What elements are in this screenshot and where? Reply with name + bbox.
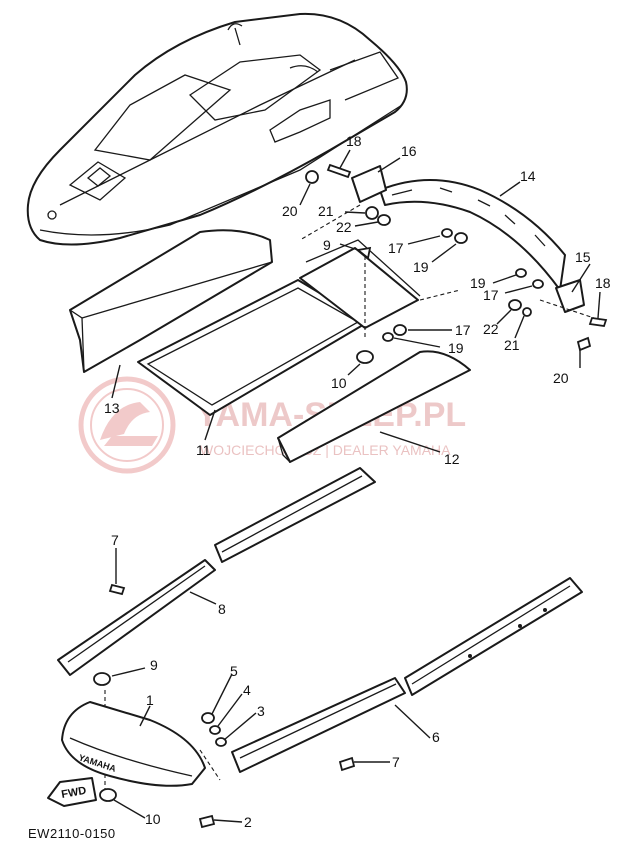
fwd-label: FWD [60, 785, 87, 801]
callout-7: 7 [111, 532, 119, 548]
callout-21: 21 [504, 337, 520, 353]
callout-13: 13 [104, 400, 120, 416]
callout-21: 21 [318, 203, 334, 219]
callout-19: 19 [413, 259, 429, 275]
mat-12 [277, 350, 471, 463]
callout-14: 14 [520, 168, 536, 184]
jet-ski-hull [26, 12, 408, 246]
rail-6-lower [231, 677, 406, 773]
rail-8 [57, 559, 216, 676]
fwd-arrow: FWD [47, 777, 97, 807]
callout-2: 2 [244, 814, 252, 830]
callout-17: 17 [388, 240, 404, 256]
callout-22: 22 [483, 321, 499, 337]
mat-13 [69, 229, 273, 373]
watermark-logo [78, 376, 176, 474]
rail-6-upper [404, 577, 583, 696]
reference-code: EW2110-0150 [28, 826, 116, 841]
callout-8: 8 [218, 601, 226, 617]
callout-3: 3 [257, 703, 265, 719]
callout-11: 11 [196, 442, 211, 458]
callout-22: 22 [336, 219, 352, 235]
mat-center [299, 239, 421, 329]
callout-10: 10 [331, 375, 347, 391]
callout-9: 9 [323, 237, 331, 253]
callout-18: 18 [346, 133, 362, 149]
callout-19: 19 [470, 275, 486, 291]
callout-17: 17 [455, 322, 471, 338]
callout-6: 6 [432, 729, 440, 745]
callout-5: 5 [230, 663, 238, 679]
bumper-1: YAMAHA [61, 701, 206, 787]
leader-lines [111, 149, 601, 823]
callout-4: 4 [243, 682, 251, 698]
bracket-15 [555, 279, 585, 313]
callout-20: 20 [282, 203, 298, 219]
callout-18: 18 [595, 275, 611, 291]
hardware [93, 163, 608, 829]
callout-9: 9 [150, 657, 158, 673]
callout-16: 16 [401, 143, 417, 159]
callout-1: 1 [146, 692, 154, 708]
watermark-dealer: WOJCIECHOWICZ | DEALER YAMAHA [200, 442, 451, 458]
rail-upper [214, 467, 376, 563]
callout-10: 10 [145, 811, 161, 827]
callout-20: 20 [553, 370, 569, 386]
callout-19: 19 [448, 340, 464, 356]
rail-14 [379, 179, 566, 291]
callouts: 18 16 14 20 21 22 17 19 9 15 19 17 18 22… [104, 133, 611, 830]
callout-12: 12 [444, 451, 460, 467]
callout-7: 7 [392, 754, 400, 770]
callout-15: 15 [575, 249, 591, 265]
watermark: YAMA-SKLEP.PL WOJCIECHOWICZ | DEALER YAM… [78, 376, 466, 474]
bracket-16 [351, 165, 387, 203]
callout-17: 17 [483, 287, 499, 303]
